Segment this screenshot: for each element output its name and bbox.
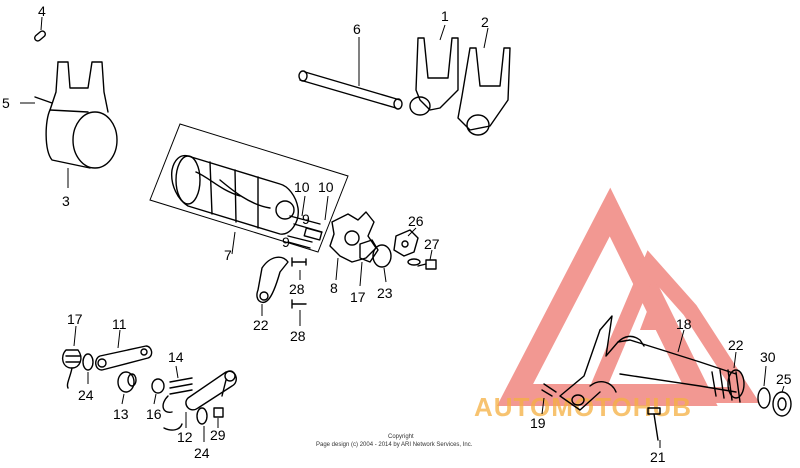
callout-27: 27 [424,236,440,252]
watermark-logo [496,187,760,406]
part-shift-spindle [559,315,737,411]
callout-17: 17 [350,289,366,305]
callout-30: 30 [760,349,776,365]
callout-15: 17 [67,311,83,327]
callout-7: 7 [224,247,232,263]
part-left-fork [20,61,118,188]
callout-9b: 9 [282,234,290,250]
part-bolt-28a [291,257,307,280]
callout-13: 13 [113,406,129,422]
callout-5: 5 [2,95,10,111]
callout-12: 12 [177,429,193,445]
part-collar-13 [117,371,137,405]
part-washer-24a [82,353,94,384]
callout-19: 19 [530,415,546,431]
part-arm-12 [185,370,237,428]
callout-11: 11 [112,316,127,332]
callout-29: 29 [210,427,226,443]
part-fork-1 [409,24,459,116]
part-shaft [298,37,403,110]
callout-6: 6 [353,21,361,37]
callout-24b: 24 [194,445,210,461]
callout-2: 2 [481,14,489,30]
callout-9a: 9 [302,211,310,227]
part-16 [151,378,165,405]
callout-28b: 28 [290,328,306,344]
part-spring-20 [711,351,745,403]
part-shift-drum [149,123,349,255]
part-stopper-arm [256,256,289,316]
callout-3: 3 [62,193,70,209]
part-bolt-28b [291,299,307,326]
part-washer-24b [196,407,208,442]
callout-4: 4 [38,3,46,19]
part-spring-15 [61,325,82,389]
part-washer-30 [757,365,771,409]
part-spring-14 [162,365,193,431]
copyright-notice: Copyright Page design (c) 2004 - 2014 by… [316,434,473,448]
callout-28a: 28 [289,281,305,297]
copyright-line2: Page design (c) 2004 - 2014 by ARI Netwo… [316,442,473,448]
callout-26: 26 [408,213,424,229]
callout-23: 23 [377,285,393,301]
callout-labels: 4 5 3 6 1 2 7 10 10 9 9 8 17 23 26 27 28… [2,3,792,465]
part-bolt-21 [647,407,661,448]
copyright-line1: Copyright [388,434,414,440]
callout-14: 14 [168,349,184,365]
callout-18: 18 [676,316,692,332]
callout-8: 8 [330,280,338,296]
part-pin-19 [541,383,557,415]
callout-20: 22 [728,337,744,353]
part-pins [287,195,329,249]
callout-1: 1 [441,8,449,24]
callout-10b: 10 [318,179,334,195]
callout-16: 16 [146,406,162,422]
part-23 [372,244,392,283]
part-seal-25 [772,385,792,417]
part-cam-plate [329,211,377,281]
part-pin [34,16,46,42]
part-29 [213,407,224,428]
part-26 [393,227,421,266]
part-27 [417,249,437,270]
part-fork-2 [457,27,511,136]
callout-10a: 10 [294,179,310,195]
callout-21: 21 [650,449,666,465]
callout-22: 22 [253,317,269,333]
part-arm-11 [95,329,153,371]
part-17 [359,239,379,287]
callout-25: 25 [776,371,792,387]
callout-24a: 24 [78,387,94,403]
